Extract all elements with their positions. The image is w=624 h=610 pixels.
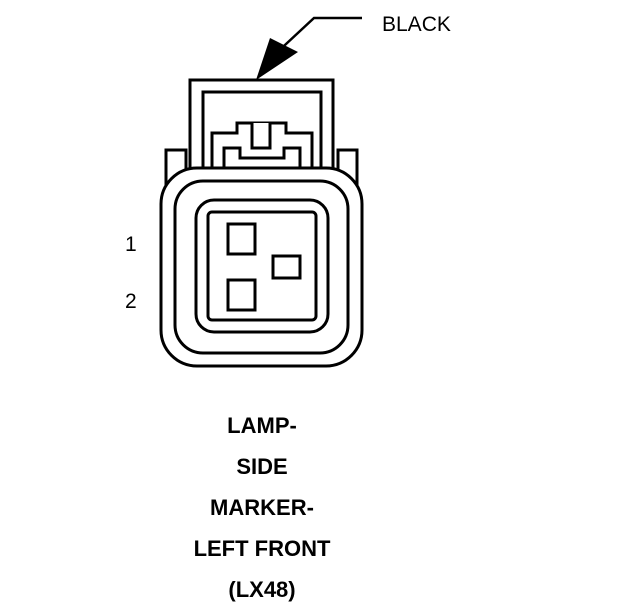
side-ear-right [336, 148, 359, 185]
connector-body-outer [159, 166, 364, 368]
latch-notch [250, 123, 272, 150]
pin-cavity-1 [226, 222, 257, 256]
pin-cavity-2 [226, 278, 257, 312]
title-line-3: MARKER- [210, 495, 314, 520]
component-title: LAMP- SIDE MARKER- LEFT FRONT (LX48) [112, 405, 412, 610]
latch-tab-inner [222, 146, 302, 195]
title-line-4: LEFT FRONT [193, 536, 331, 561]
pin-label-1: 1 [125, 233, 137, 256]
pin-cavity-center [271, 254, 302, 280]
connector-face-inner [206, 210, 318, 322]
pin-label-2: 2 [125, 290, 137, 313]
latch-housing-outer [188, 78, 335, 168]
latch-housing-inner [201, 90, 323, 168]
callout-leader [256, 16, 362, 80]
title-line-2: SIDE [236, 454, 288, 479]
side-ear-left [164, 148, 188, 185]
title-line-5: (LX48) [228, 577, 296, 602]
connector-face [194, 198, 330, 334]
title-line-1: LAMP- [227, 413, 297, 438]
connector-body-middle [173, 179, 350, 355]
color-callout-label: BLACK [382, 13, 451, 36]
